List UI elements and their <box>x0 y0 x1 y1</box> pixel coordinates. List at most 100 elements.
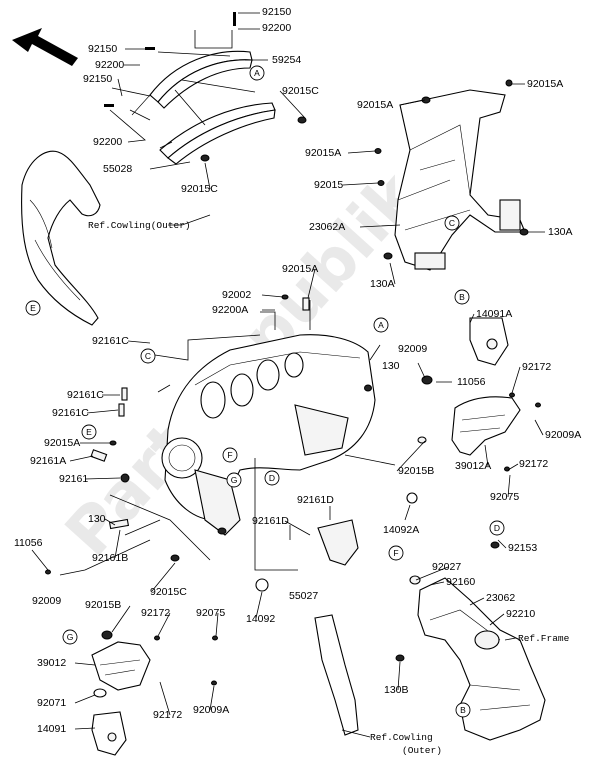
svg-text:C: C <box>449 218 455 228</box>
part-label-11056: 11056 <box>457 376 486 388</box>
part-label-92161a: 92161A <box>30 455 66 467</box>
part-label-92009a: 92009A <box>193 704 229 716</box>
callout-a-top: A <box>249 65 265 81</box>
part-label-92150: 92150 <box>262 6 291 18</box>
svg-text:E: E <box>30 303 36 313</box>
part-label-92161b: 92161B <box>92 552 128 564</box>
outer-cowling-left-part <box>21 150 101 326</box>
cushion-pad-part <box>317 519 359 566</box>
part-label-92161: 92161 <box>59 473 88 485</box>
part-label-92015a: 92015A <box>305 147 341 159</box>
part-label-130: 130 <box>88 513 106 525</box>
small-cover-right-part <box>469 317 509 366</box>
callout-g-left: G <box>62 629 78 645</box>
part-label-23062: 23062 <box>486 592 515 604</box>
meter-bracket-left-part <box>91 641 151 691</box>
part-label-92009: 92009 <box>32 595 61 607</box>
callout-b-bottom: B <box>455 702 471 718</box>
part-label-92172: 92172 <box>141 607 170 619</box>
callout-d-panel: D <box>264 470 280 486</box>
part-label-92161c: 92161C <box>52 407 89 419</box>
svg-text:A: A <box>254 68 260 78</box>
center-fasteners <box>90 294 427 592</box>
part-label-92015a: 92015A <box>357 99 393 111</box>
part-label-92015c: 92015C <box>181 183 218 195</box>
part-label-130a: 130A <box>548 226 573 238</box>
svg-text:D: D <box>494 523 500 533</box>
part-label-92161d: 92161D <box>297 494 334 506</box>
callout-e-left: E <box>25 300 41 316</box>
windshield-trim-part <box>131 50 253 116</box>
callout-d-right: D <box>489 520 505 536</box>
svg-text:G: G <box>231 475 238 485</box>
part-label-14091a: 14091A <box>476 308 512 320</box>
small-cover-left-part <box>91 711 127 756</box>
reference-cowling-label: Ref.Cowling <box>370 732 433 743</box>
part-label-92200: 92200 <box>262 22 291 34</box>
callout-c-frame: C <box>444 215 460 231</box>
part-label-92015c: 92015C <box>150 586 187 598</box>
frame-bolts <box>374 79 529 260</box>
reference-cowling-outer-label: (Outer) <box>402 745 442 756</box>
outer-cowling-strip-part <box>314 614 359 736</box>
part-label-14091: 14091 <box>37 723 66 735</box>
meter-bracket-right-part <box>451 396 521 456</box>
part-label-92172: 92172 <box>519 458 548 470</box>
part-label-14092: 14092 <box>246 613 275 625</box>
part-label-130a: 130A <box>370 278 395 290</box>
part-label-92015a: 92015A <box>44 437 80 449</box>
svg-text:D: D <box>269 473 275 483</box>
part-label-92009: 92009 <box>398 343 427 355</box>
svg-text:E: E <box>86 427 92 437</box>
front-direction-arrow-icon <box>12 28 78 66</box>
part-label-92172: 92172 <box>522 361 551 373</box>
part-label-92210: 92210 <box>506 608 535 620</box>
svg-text:G: G <box>67 632 74 642</box>
callout-f-right: F <box>388 545 404 561</box>
part-labels: 92150 92200 92150 92200 92150 59254 9220… <box>14 6 581 756</box>
callout-a-right: A <box>373 317 389 333</box>
svg-text:C: C <box>145 351 151 361</box>
part-label-92200: 92200 <box>95 59 124 71</box>
part-label-92002: 92002 <box>222 289 251 301</box>
part-label-92150: 92150 <box>88 43 117 55</box>
callout-g-panel: G <box>226 472 242 488</box>
callout-c-panel: C <box>140 348 156 364</box>
part-label-92015b: 92015B <box>85 599 121 611</box>
part-label-55027: 55027 <box>289 590 318 602</box>
part-label-92027: 92027 <box>432 561 461 573</box>
svg-text:A: A <box>378 320 384 330</box>
part-label-59254: 59254 <box>272 54 301 66</box>
part-label-130: 130 <box>382 360 400 372</box>
top-screws <box>104 12 307 162</box>
part-label-92150: 92150 <box>83 73 112 85</box>
callout-b-frame: B <box>454 289 470 305</box>
part-label-130b: 130B <box>384 684 409 696</box>
lower-trim-part <box>159 102 276 165</box>
part-label-92161c: 92161C <box>67 389 104 401</box>
part-label-92161d: 92161D <box>252 515 289 527</box>
svg-text:B: B <box>460 705 466 715</box>
svg-text:B: B <box>459 292 465 302</box>
part-label-92200a: 92200A <box>212 304 248 316</box>
upper-frame-bracket-part <box>394 89 526 271</box>
left-bottom-fasteners <box>45 569 218 698</box>
part-label-39012: 39012 <box>37 657 66 669</box>
part-label-92015a: 92015A <box>527 78 563 90</box>
part-label-14092a: 14092A <box>383 524 419 536</box>
part-label-92015b: 92015B <box>398 465 434 477</box>
part-label-92172: 92172 <box>153 709 182 721</box>
leader-lines <box>31 12 545 738</box>
part-label-92153: 92153 <box>508 542 537 554</box>
lower-frame-bracket-part <box>395 575 546 741</box>
part-label-92015c: 92015C <box>282 85 319 97</box>
svg-text:F: F <box>393 548 398 558</box>
svg-text:F: F <box>227 450 232 460</box>
part-label-55028: 55028 <box>103 163 132 175</box>
part-label-92015: 92015 <box>314 179 343 191</box>
part-label-92161c: 92161C <box>92 335 129 347</box>
part-label-92015a: 92015A <box>282 263 318 275</box>
callout-f-panel: F <box>222 447 238 463</box>
part-label-39012a: 39012A <box>455 460 491 472</box>
